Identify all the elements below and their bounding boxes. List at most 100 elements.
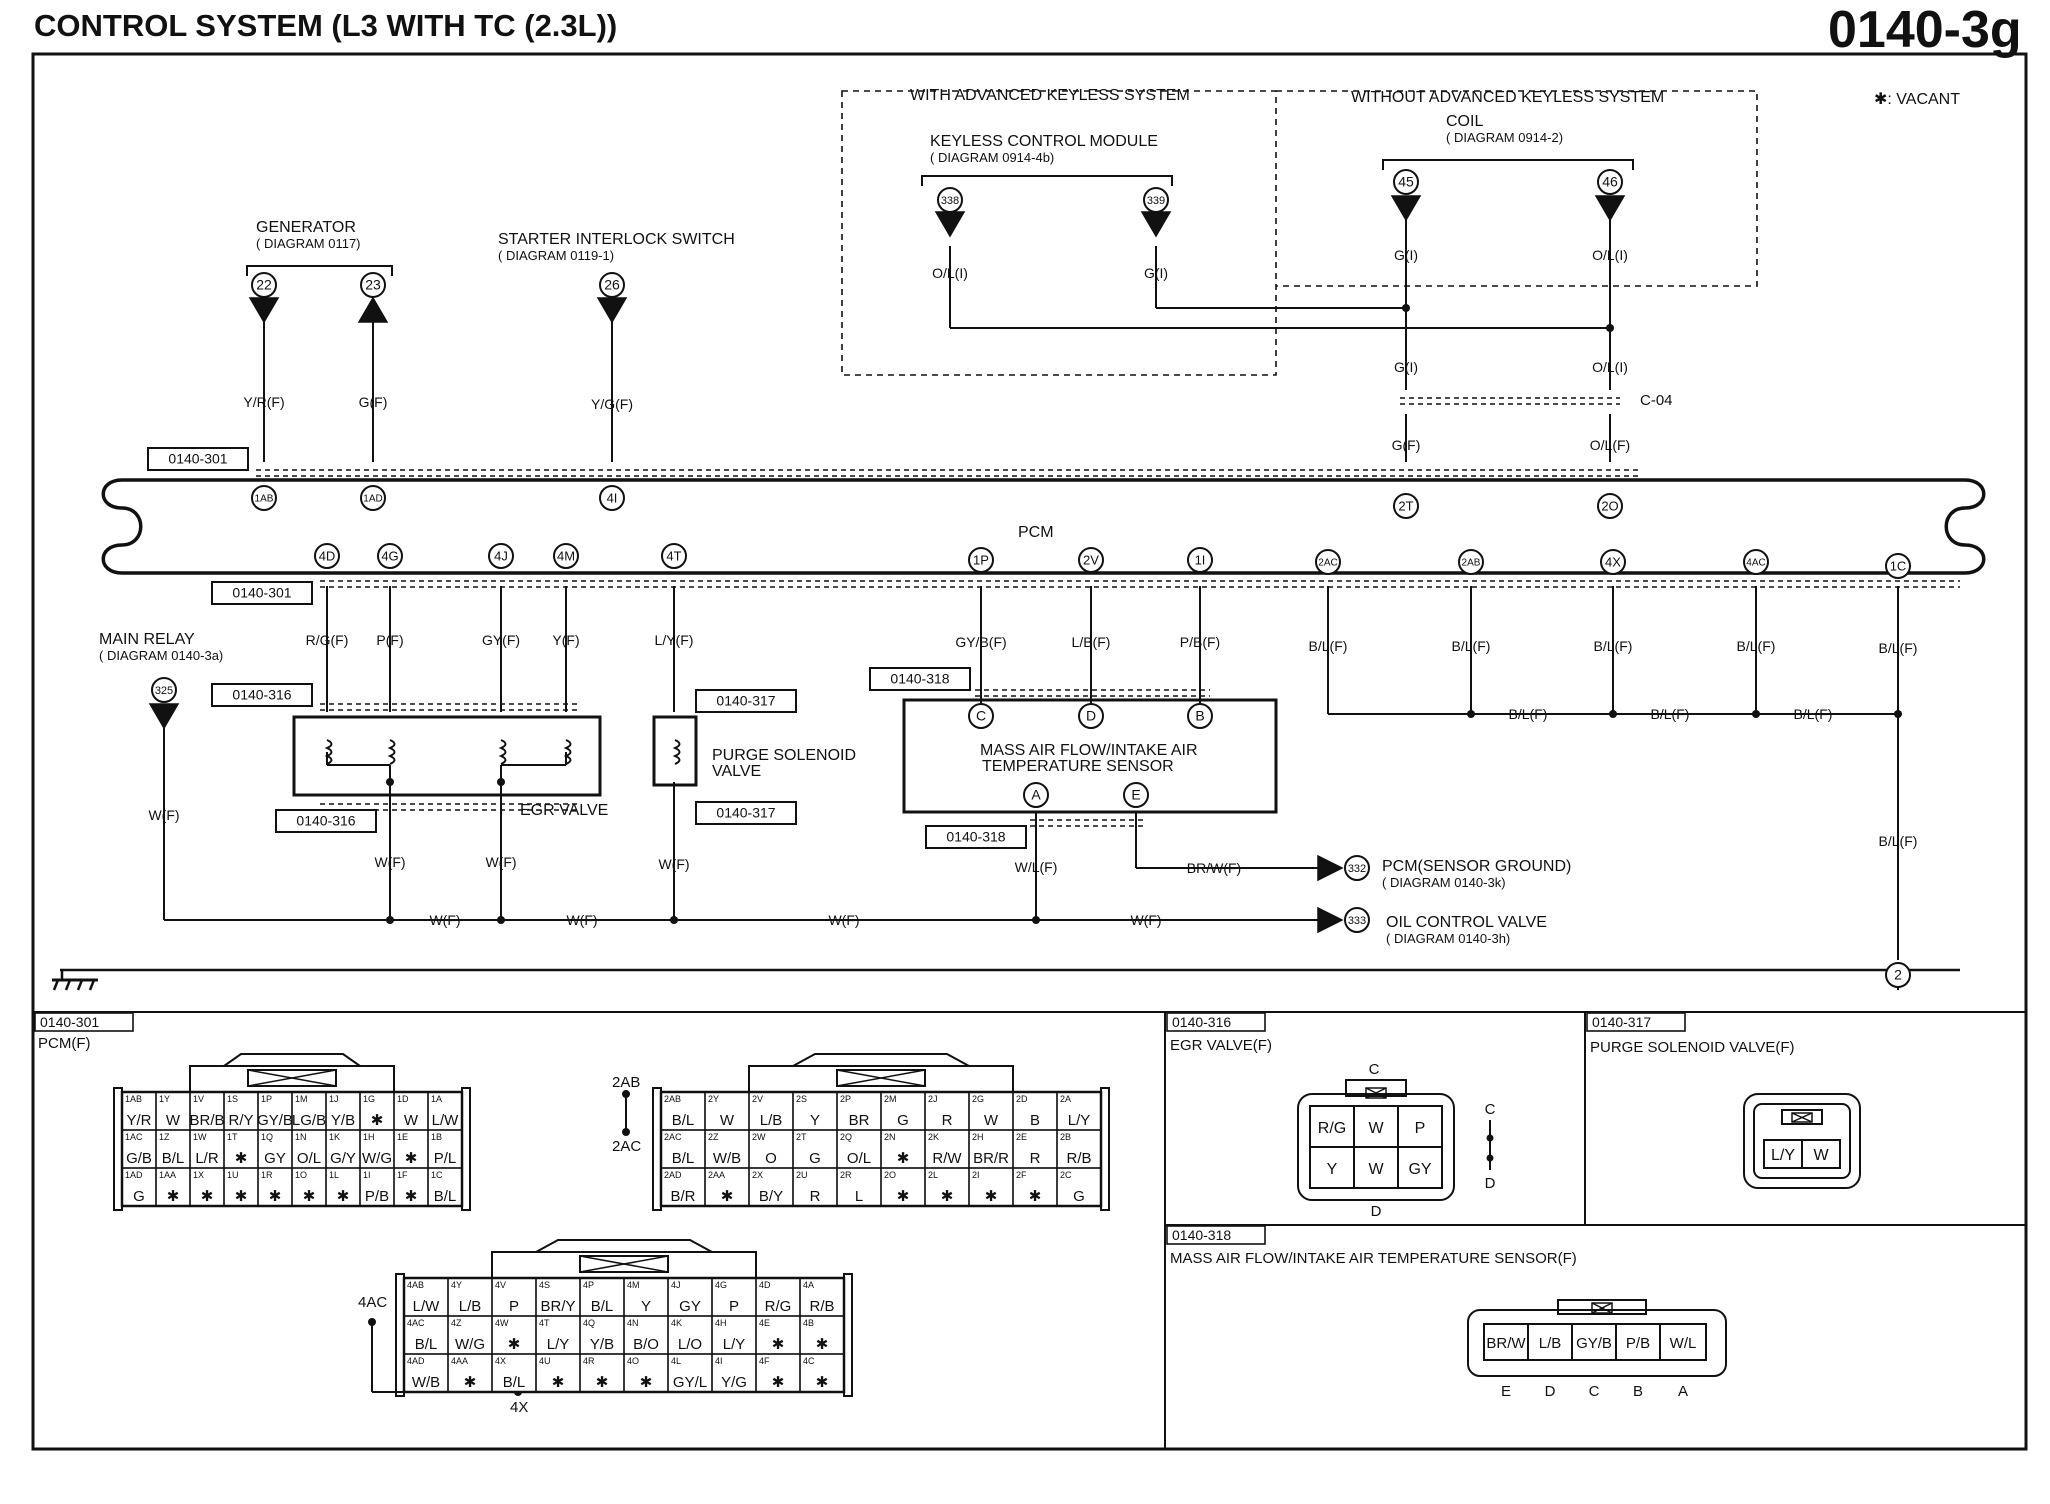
connector-ref: 0140-316	[296, 813, 355, 829]
wire-color-label: W/L(F)	[1015, 859, 1058, 875]
connector-pin-id: 1A	[431, 1094, 442, 1104]
connector-pin-id: 4AB	[407, 1280, 424, 1290]
connector-pin-wire: ✱	[1029, 1188, 1042, 1205]
connector-pin-id: 2N	[884, 1132, 896, 1142]
pcm-pin-label: 4M	[557, 548, 575, 563]
vacant-legend: ✱: VACANT	[1874, 91, 1960, 108]
connector-lock-icon	[579, 1255, 669, 1273]
purge-valve-label-2: VALVE	[712, 763, 761, 780]
purge-pin-cell: W	[1813, 1147, 1829, 1164]
egr-valve-label: EGR VALVE	[520, 802, 608, 819]
connector-pin-wire: R	[942, 1112, 953, 1129]
connector-pin-id: 4V	[495, 1280, 506, 1290]
connector-pin-wire: ✱	[772, 1336, 785, 1353]
pcm-pin-label: 2O	[1601, 498, 1618, 513]
connector-pin-wire: G	[809, 1150, 821, 1167]
egr-side-bottom-label: D	[1485, 1175, 1496, 1192]
connector-pin-id: 1D	[397, 1094, 409, 1104]
connector-pin-id: 4H	[715, 1318, 727, 1328]
connector-pin-id: 1Z	[159, 1132, 170, 1142]
connector-pin-id: 4W	[495, 1318, 509, 1328]
arrow-in-icon	[1390, 195, 1422, 222]
oil-control-valve-ref: ( DIAGRAM 0140-3h)	[1386, 931, 1510, 946]
pcm-connector-4: 4ABL/W4YL/B4VP4SBR/Y4PB/L4MY4JGY4GP4DR/G…	[395, 1239, 853, 1397]
connector-pin-wire: ✱	[303, 1188, 316, 1205]
connector-pin-wire: G	[1073, 1188, 1085, 1205]
wire-color-label: B/L(F)	[1879, 640, 1918, 656]
connector-pin-id: 4L	[671, 1356, 681, 1366]
arrow-out-icon	[357, 296, 389, 323]
connector-pin-wire: Y/B	[331, 1112, 355, 1129]
panel-code: 0140-316	[1172, 1014, 1231, 1030]
wire-color-label: W(F)	[566, 912, 597, 928]
connector-housing	[792, 1053, 970, 1067]
connector-pin-wire: B/L	[415, 1336, 438, 1353]
connector-pin-wire: ✱	[816, 1336, 829, 1353]
connector-pin-id: 2W	[752, 1132, 766, 1142]
connector-pin-id: 4C	[803, 1356, 815, 1366]
arrow-in-icon	[1140, 211, 1172, 238]
wire-color-label: G(I)	[1394, 359, 1418, 375]
wire-color-label: W(F)	[148, 807, 179, 823]
maf-pin-letter: E	[1501, 1383, 1511, 1400]
pcm-pin-label: 1AD	[363, 494, 382, 505]
connector-pin-wire: G/Y	[330, 1150, 356, 1167]
connector-ref: 0140-301	[168, 451, 227, 467]
connector-pin-wire: O/L	[847, 1150, 871, 1167]
connector-pin-wire: BR/R	[973, 1150, 1009, 1167]
connector-pin-cell	[799, 1353, 845, 1393]
panel-code: 0140-318	[1172, 1227, 1231, 1243]
connector-pin-wire: R	[1030, 1150, 1041, 1167]
egr-pin-cell: GY	[1408, 1161, 1431, 1178]
terminal-label: 325	[155, 685, 173, 697]
connector-pin-wire: ✱	[167, 1188, 180, 1205]
connector-pin-wire: R/Y	[228, 1112, 253, 1129]
oil-control-valve-label: OIL CONTROL VALVE	[1386, 914, 1547, 931]
connector-pin-wire: ✱	[897, 1188, 910, 1205]
connector-pin-wire: GY	[679, 1298, 701, 1315]
connector-pin-id: 2Y	[708, 1094, 719, 1104]
connector-pin-id: 1O	[295, 1170, 307, 1180]
maf-pin-letter: C	[1589, 1383, 1600, 1400]
connector-pin-id: 4R	[583, 1356, 595, 1366]
egr-pin-cell: Y	[1327, 1161, 1338, 1178]
connector-pin-id: 4P	[583, 1280, 594, 1290]
connector-housing	[535, 1239, 713, 1253]
connector-housing	[223, 1053, 361, 1067]
sensor-pin-label: E	[1131, 787, 1140, 803]
arrow-right-icon	[1317, 854, 1344, 882]
pcm-pin-label: 2AB	[1462, 558, 1481, 569]
connector-pin-id: 1R	[261, 1170, 273, 1180]
connector-pin-id: 1T	[227, 1132, 238, 1142]
terminal-label: 333	[1348, 915, 1366, 927]
maf-pin-letter: D	[1545, 1383, 1556, 1400]
connector-pin-wire: GY/B	[257, 1112, 293, 1129]
connector-pin-wire: L/Y	[1068, 1112, 1091, 1129]
connector-pin-id: 2Z	[708, 1132, 719, 1142]
connector-pin-id: 2I	[972, 1170, 980, 1180]
maf-connector-face: BR/W L/B GY/B P/B W/L E D C B A	[1467, 1299, 1727, 1400]
pcm-pin-label: 2V	[1083, 552, 1099, 567]
connector-pin-wire: BR/Y	[540, 1298, 575, 1315]
connector-pin-id: 2P	[840, 1094, 851, 1104]
connector-pin-id: 1E	[397, 1132, 408, 1142]
diagram-number: 0140-3g	[1828, 1, 2022, 59]
wire-color-label: B/L(F)	[1651, 706, 1690, 722]
pcm-pin-label: 1I	[1195, 552, 1206, 567]
connector-pin-id: 1N	[295, 1132, 307, 1142]
connector-pin-id: 1H	[363, 1132, 375, 1142]
connector-pin-wire: ✱	[816, 1374, 829, 1391]
connector-pin-id: 4G	[715, 1280, 727, 1290]
connector-pin-wire: R/W	[932, 1150, 962, 1167]
connector-pin-id: 1S	[227, 1094, 238, 1104]
wire-color-label: L/Y(F)	[655, 632, 694, 648]
wire-color-label: R/G(F)	[306, 632, 349, 648]
connector-pin-id: 2AD	[664, 1170, 682, 1180]
connector-pin-id: 1J	[329, 1094, 339, 1104]
egr-pin-cell: P	[1415, 1120, 1426, 1137]
connector-pin-wire: B/L	[434, 1188, 457, 1205]
connector-pin-wire: B/Y	[759, 1188, 783, 1205]
arrow-in-icon	[148, 703, 180, 730]
maf-pin-cell: W/L	[1670, 1335, 1697, 1352]
egr-pin-cell: R/G	[1318, 1120, 1346, 1137]
